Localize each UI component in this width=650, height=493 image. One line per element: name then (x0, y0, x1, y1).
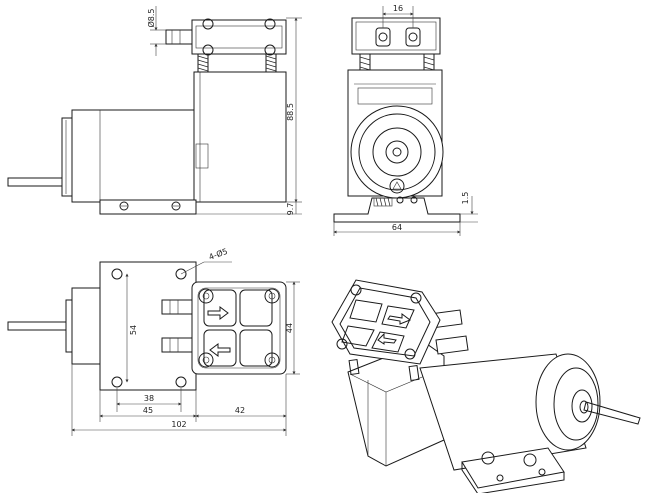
isometric-view (331, 279, 641, 493)
top-shaft (7, 321, 71, 331)
top-mount-hole (111, 268, 123, 280)
side-shaft (7, 177, 67, 187)
top-valve-quadrant (203, 329, 237, 367)
top-motor-body (71, 287, 103, 365)
front-width-label: 64 (392, 223, 402, 232)
side-view: Ø8.5 88.5 9.7 (7, 6, 302, 216)
flow-arrow-left-icon (209, 343, 231, 357)
top-mount-hole (175, 376, 187, 388)
front-pump-head (351, 17, 441, 55)
front-motor-housing (350, 105, 444, 199)
side-mount-bracket (99, 199, 197, 215)
iso-flow-arrow-icon (387, 313, 412, 325)
side-spring-left (197, 53, 209, 73)
top-valve-quadrant (239, 329, 273, 367)
top-valve-quadrant (203, 289, 237, 327)
front-port-spacing-label: 16 (393, 4, 403, 13)
front-view: 16 1.5 64 (333, 4, 478, 236)
top-port-lower (161, 337, 193, 353)
top-overall-length-label: 102 (171, 420, 186, 429)
iso-flow-arrow-icon (377, 332, 397, 345)
top-vertical-hole-spacing-label: 54 (129, 325, 138, 335)
iso-motor-endcap (535, 353, 601, 451)
side-port-nozzle (165, 29, 193, 45)
side-base-offset-label: 9.7 (286, 203, 295, 216)
side-height-label: 88.5 (286, 103, 295, 121)
top-horizontal-hole-spacing-label: 38 (144, 394, 154, 403)
side-pump-body (193, 71, 287, 203)
side-port-diameter-label: Ø8.5 (146, 8, 156, 27)
iso-pump-head (331, 279, 441, 365)
iso-port-lower (435, 335, 469, 355)
top-mount-plate (99, 261, 197, 391)
top-mount-hole (175, 268, 187, 280)
top-head-length-label: 42 (235, 406, 245, 415)
top-mount-holes-label: 4-Ø5 (207, 246, 229, 262)
top-port-upper (161, 299, 193, 315)
top-mount-hole (111, 376, 123, 388)
iso-shaft (583, 401, 641, 425)
front-bracket-thickness-label: 1.5 (461, 192, 470, 205)
flow-arrow-right-icon (207, 306, 229, 320)
side-pump-head (191, 19, 287, 55)
top-pump-head (191, 281, 287, 375)
top-view: 4-Ø5 54 44 38 45 42 102 (7, 246, 300, 436)
side-motor-body (71, 109, 195, 203)
front-mount-bracket (333, 197, 461, 223)
side-spring-right (265, 53, 277, 73)
top-head-height-label: 44 (285, 323, 294, 333)
top-valve-quadrant (239, 289, 273, 327)
top-bracket-length-label: 45 (143, 406, 153, 415)
